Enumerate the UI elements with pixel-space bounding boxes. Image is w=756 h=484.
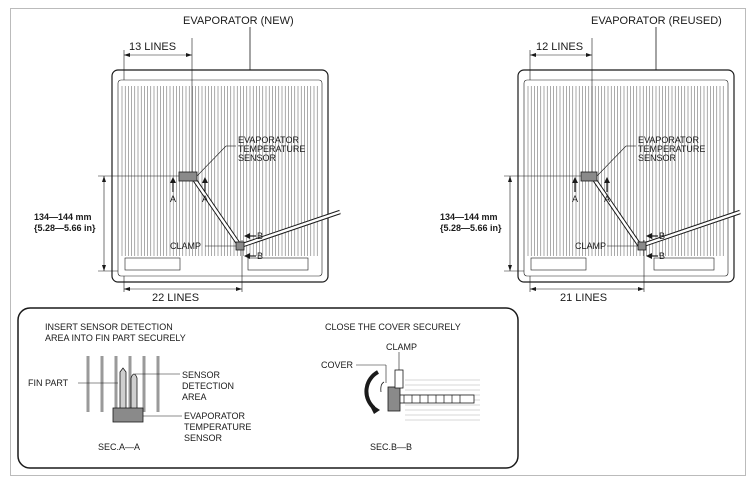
- svg-text:A: A: [170, 194, 176, 204]
- fin-part-label: FIN PART: [28, 378, 69, 388]
- height-mm-label: 134—144 mm: [440, 212, 498, 222]
- clamp-label: CLAMP: [575, 241, 606, 251]
- detection-area-label-1: SENSOR: [182, 370, 221, 380]
- detection-area-label-3: AREA: [182, 392, 207, 402]
- clamp-label: CLAMP: [170, 241, 201, 251]
- sensor-label-1: EVAPORATOR: [238, 135, 300, 145]
- sensor-label-2: TEMPERATURE: [184, 422, 251, 432]
- section-a-detail: INSERT SENSOR DETECTION AREA INTO FIN PA…: [28, 322, 251, 452]
- top-lines-label: 12 LINES: [536, 41, 583, 53]
- svg-text:B: B: [257, 251, 263, 261]
- sensor-label-3: SENSOR: [238, 153, 277, 163]
- sensor-label-1: EVAPORATOR: [184, 411, 246, 421]
- sensor-label-3: SENSOR: [184, 433, 223, 443]
- svg-text:A: A: [572, 194, 578, 204]
- clamp-label: CLAMP: [386, 342, 417, 352]
- height-in-label: {5.28—5.66 in}: [34, 223, 96, 233]
- panel-title: EVAPORATOR (NEW): [183, 15, 294, 27]
- svg-text:A: A: [202, 194, 208, 204]
- clamp: [235, 241, 245, 251]
- sec-a-instruction-2: AREA INTO FIN PART SECURELY: [45, 333, 186, 343]
- height-in-label: {5.28—5.66 in}: [440, 223, 502, 233]
- sensor-label-3: SENSOR: [638, 153, 677, 163]
- cover-label: COVER: [321, 360, 354, 370]
- figure-border: [10, 8, 746, 476]
- svg-text:B: B: [659, 231, 665, 241]
- svg-text:B: B: [659, 251, 665, 261]
- panel-title: EVAPORATOR (REUSED): [591, 15, 722, 27]
- temperature-sensor: [178, 171, 198, 182]
- clamp-body: [387, 386, 401, 412]
- sensor-label-1: EVAPORATOR: [638, 135, 700, 145]
- sensor-body: [112, 407, 144, 423]
- evaporator-reused-panel: EVAPORATOR (REUSED) 12 LINES 21 LINES 13…: [440, 15, 741, 304]
- sec-a-caption: SEC.A—A: [98, 442, 140, 452]
- sensor-label-2: TEMPERATURE: [638, 144, 705, 154]
- svg-text:B: B: [257, 231, 263, 241]
- sec-b-instruction: CLOSE THE COVER SECURELY: [325, 322, 461, 332]
- fin-array: [121, 86, 318, 256]
- temperature-sensor: [580, 171, 598, 182]
- section-b-detail: CLOSE THE COVER SECURELY CLAMP COVER SEC…: [321, 322, 480, 452]
- sensor-label-2: TEMPERATURE: [238, 144, 305, 154]
- height-mm-label: 134—144 mm: [34, 212, 92, 222]
- evaporator-new-panel: EVAPORATOR (NEW) 13 LINES 22 LINES 134—1…: [34, 15, 341, 304]
- sec-a-instruction-1: INSERT SENSOR DETECTION: [45, 322, 173, 332]
- detection-area-label-2: DETECTION: [182, 381, 234, 391]
- svg-text:A: A: [604, 194, 610, 204]
- bottom-lines-label: 22 LINES: [152, 292, 199, 304]
- sec-b-caption: SEC.B—B: [370, 442, 412, 452]
- top-lines-label: 13 LINES: [129, 41, 176, 53]
- section-detail-box: INSERT SENSOR DETECTION AREA INTO FIN PA…: [17, 307, 519, 469]
- clamp: [637, 241, 647, 251]
- bottom-lines-label: 21 LINES: [560, 292, 607, 304]
